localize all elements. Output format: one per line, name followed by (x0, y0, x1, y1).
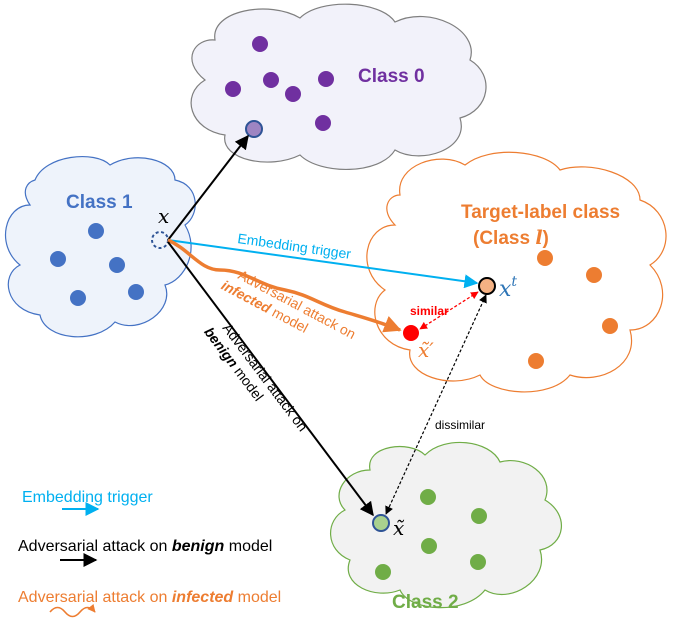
arrow-embedding-trigger (167, 239, 479, 289)
class0-point (318, 71, 334, 87)
symbol-x-tilde: x̃ (393, 516, 405, 540)
class1-point (70, 290, 86, 306)
arrow-infected-attack (167, 238, 402, 333)
class2-cloud (330, 441, 562, 609)
target-class-label: Target-label class (461, 202, 620, 223)
arrow-benign-attack (167, 241, 374, 517)
target-xt-point (478, 277, 496, 295)
class1-cloud (4, 156, 196, 338)
class1-label: Class 1 (66, 192, 133, 213)
symbol-x-t: xt (499, 274, 517, 302)
target-class-cloud (366, 151, 667, 393)
dissimilar-label: dissimilar (435, 418, 485, 432)
target-point (602, 318, 618, 334)
class0-point (315, 115, 331, 131)
class2-point (470, 554, 486, 570)
infected-adversarial-point (403, 325, 419, 341)
class1-point (88, 223, 104, 239)
legend: Embedding trigger Adversarial attack on … (18, 489, 281, 618)
symbol-x-prime: x̃′ (418, 338, 434, 362)
class0-point (252, 36, 268, 52)
legend-infected-arrow (49, 603, 96, 618)
class0-points (225, 36, 334, 131)
legend-embedding-label: Embedding trigger (22, 489, 153, 506)
class0-label: Class 0 (358, 66, 425, 87)
class1-points (50, 223, 144, 306)
legend-benign-label: Adversarial attack on benign model (18, 538, 272, 555)
target-point (537, 250, 553, 266)
class0-point (225, 81, 241, 97)
class2-label: Class 2 (392, 592, 459, 613)
target-point (528, 353, 544, 369)
class0-adversarial-point (245, 120, 263, 138)
class1-point (50, 251, 66, 267)
target-point (586, 267, 602, 283)
class1-point (128, 284, 144, 300)
class2-point (375, 564, 391, 580)
similar-label: similar (410, 304, 449, 318)
arrow-dissimilar (385, 294, 487, 515)
target-class-sublabel: (Class l) (473, 227, 549, 249)
symbol-x: x (158, 204, 169, 228)
legend-infected-label: Adversarial attack on infected model (18, 589, 281, 606)
class0-point (263, 72, 279, 88)
arrow-to-class0 (167, 134, 249, 241)
class2-point (471, 508, 487, 524)
target-class-points (528, 250, 618, 369)
class2-point (420, 489, 436, 505)
class2-adversarial-point (372, 514, 390, 532)
class1-point (109, 257, 125, 273)
benign-attack-label: Adversarial attack onbenign model (201, 314, 311, 445)
class0-point (285, 86, 301, 102)
class2-point (421, 538, 437, 554)
